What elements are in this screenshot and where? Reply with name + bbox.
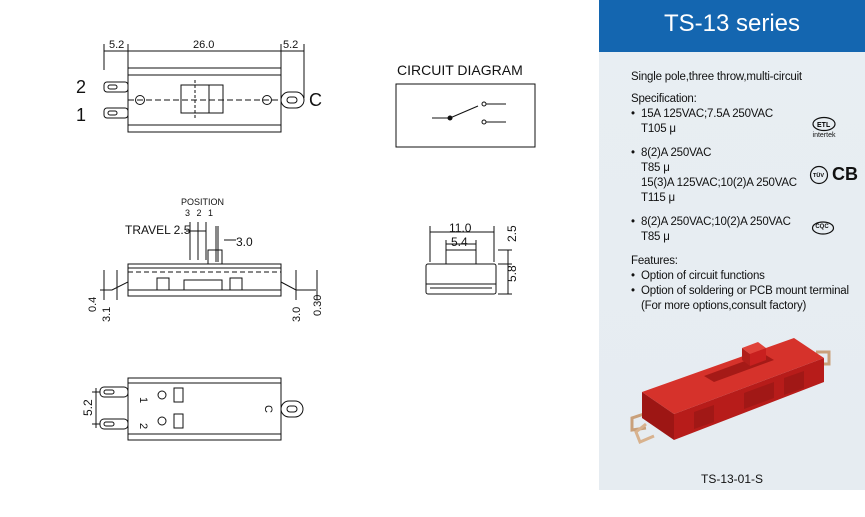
features-title: Features:	[631, 255, 678, 267]
etl-cert-icon: ETL intertek	[807, 116, 841, 139]
spec-cqc-block: •8(2)A 250VAC;10(2)A 250VAC T85 μ	[631, 216, 791, 243]
top-dim-right: 5.2	[283, 39, 298, 51]
bottom-dim-pitch: 5.2	[81, 399, 95, 416]
top-dim-center: 26.0	[193, 39, 214, 51]
spec-line-1: •15A 125VAC;7.5A 250VAC	[631, 108, 773, 120]
position-numbers: 3 2 1	[185, 208, 215, 218]
side-dim-0-4: 0.4	[87, 297, 99, 312]
circuit-diagram	[395, 83, 536, 148]
side-view	[100, 222, 318, 300]
part-number: TS-13-01-S	[700, 472, 764, 486]
top-view	[103, 44, 305, 133]
spec-tuv-block: •8(2)A 250VAC T85 μ 15(3)A 125VAC;10(2)A…	[631, 147, 797, 204]
description: Single pole,three throw,multi-circuit	[631, 71, 802, 83]
top-pin-c: C	[309, 90, 322, 110]
bottom-pin-1: 1	[137, 397, 149, 403]
top-pin-2: 2	[76, 77, 86, 97]
specification-block: Specification: •15A 125VAC;7.5A 250VAC T…	[631, 92, 773, 137]
travel-label: TRAVEL 2.5	[125, 223, 191, 237]
svg-text:TÜV: TÜV	[813, 172, 824, 179]
product-photo	[630, 338, 831, 444]
side-dim-0-30: 0.30	[312, 295, 324, 316]
bottom-view	[92, 377, 304, 441]
circuit-diagram-title: CIRCUIT DIAGRAM	[397, 62, 523, 78]
product-info-panel: TS-13 series Single pole,three throw,mul…	[599, 0, 865, 490]
bottom-pin-c: C	[262, 405, 274, 413]
end-view	[425, 226, 512, 295]
top-pin-1: 1	[76, 105, 86, 125]
end-dim-2-5: 2.5	[505, 225, 519, 242]
tuv-cb-cert-icon: TÜV CB	[809, 164, 861, 185]
top-dim-left: 5.2	[109, 39, 124, 51]
svg-text:ETL: ETL	[817, 122, 831, 129]
spec-title: Specification:	[631, 93, 697, 105]
end-dim-actuator: 5.4	[451, 235, 468, 249]
side-dim-3-0: 3.0	[291, 307, 303, 322]
features-block: Features: •Option of circuit functions •…	[631, 255, 849, 312]
end-dim-width: 11.0	[449, 221, 472, 235]
bottom-pin-2: 2	[137, 423, 149, 429]
cqc-cert-icon: CQC	[810, 221, 836, 237]
technical-drawing: 5.2 26.0 5.2 2 1 C CIRCUIT DIAGRAM POSIT…	[76, 39, 536, 441]
end-dim-5-8: 5.8	[505, 265, 519, 282]
series-title: TS-13 series	[599, 0, 865, 52]
actuator-dim-3-0: 3.0	[236, 235, 253, 249]
side-dim-3-1: 3.1	[101, 307, 113, 322]
position-label: POSITION	[181, 197, 224, 207]
spec-line-2: T105 μ	[641, 123, 676, 135]
